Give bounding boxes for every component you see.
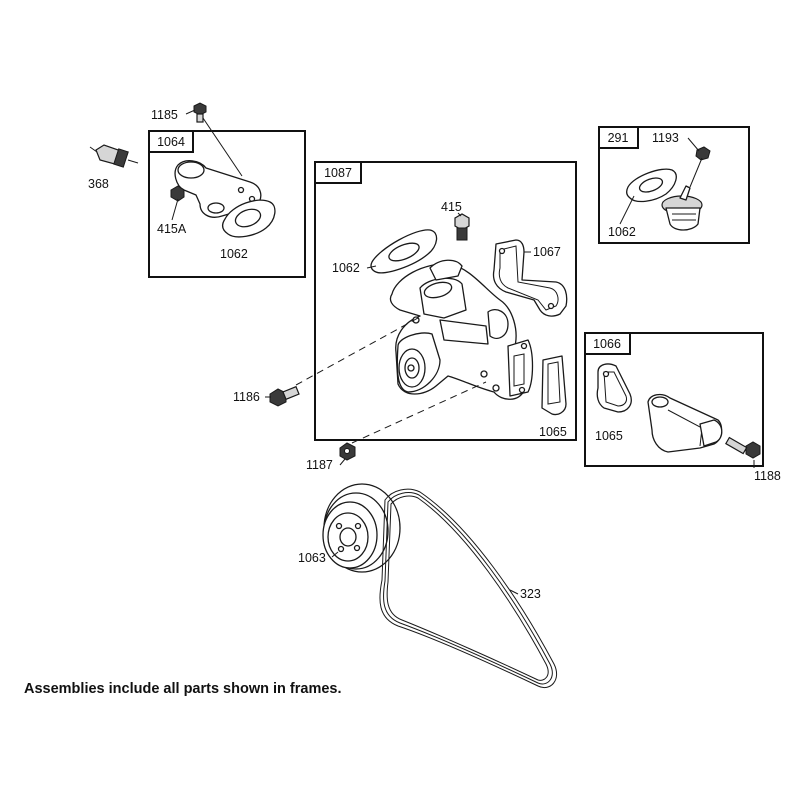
label-1185: 1185 (151, 108, 178, 122)
label-1067: 1067 (533, 245, 561, 259)
label-1065-frame-1066: 1065 (595, 429, 623, 443)
frame-tag-291: 291 (608, 131, 629, 145)
gasket-1062-small[interactable] (221, 199, 276, 238)
frame-tag-1087: 1087 (324, 166, 352, 180)
bolt-1185[interactable] (193, 102, 207, 123)
label-323: 323 (520, 587, 541, 601)
label-1062-frame-291: 1062 (608, 225, 636, 239)
frame-tag-1066: 1066 (593, 337, 621, 351)
assembly-frame-1066: 1066 (584, 332, 764, 467)
label-368: 368 (88, 177, 109, 191)
gasket-1062-large[interactable] (370, 229, 438, 274)
frame-tag-1064: 1064 (157, 135, 185, 149)
sensor-368[interactable] (89, 144, 139, 168)
gasket-1062-thermostat[interactable] (626, 168, 677, 203)
label-1062-frame-1087: 1062 (332, 261, 360, 275)
label-1188: 1188 (754, 469, 781, 483)
v-belt-323[interactable] (379, 488, 558, 688)
assembly-frame-291: 291 (598, 126, 750, 244)
pulley-1063[interactable] (322, 483, 401, 573)
bolt-1186[interactable] (269, 385, 300, 407)
nut-415A[interactable] (170, 185, 185, 202)
assembly-frame-1064: 1064 (148, 130, 306, 278)
assembly-frame-1087: 1087 (314, 161, 577, 441)
label-1062-frame-1064: 1062 (220, 247, 248, 261)
gasket-1065-small[interactable] (596, 363, 632, 413)
label-1186: 1186 (233, 390, 260, 404)
gasket-1065-frame[interactable] (541, 355, 567, 416)
bolt-1193[interactable] (695, 146, 711, 161)
water-pump-body[interactable] (389, 259, 534, 400)
label-1193: 1193 (652, 131, 679, 145)
assemblies-note: Assemblies include all parts shown in fr… (24, 681, 342, 697)
gasket-1067[interactable] (492, 239, 568, 317)
plug-415[interactable] (454, 213, 470, 241)
label-1187: 1187 (306, 458, 333, 472)
label-1063: 1063 (298, 551, 326, 565)
thermostat-part[interactable] (661, 185, 703, 231)
label-415A: 415A (157, 222, 187, 236)
leader-lines (171, 109, 755, 595)
label-1065-frame-1087: 1065 (539, 425, 567, 439)
nut-1187[interactable] (339, 442, 356, 461)
bolt-1188[interactable] (725, 436, 761, 459)
water-outlet-part[interactable] (647, 393, 723, 453)
thermostat-housing-part[interactable] (174, 160, 262, 218)
label-415: 415 (441, 200, 462, 214)
